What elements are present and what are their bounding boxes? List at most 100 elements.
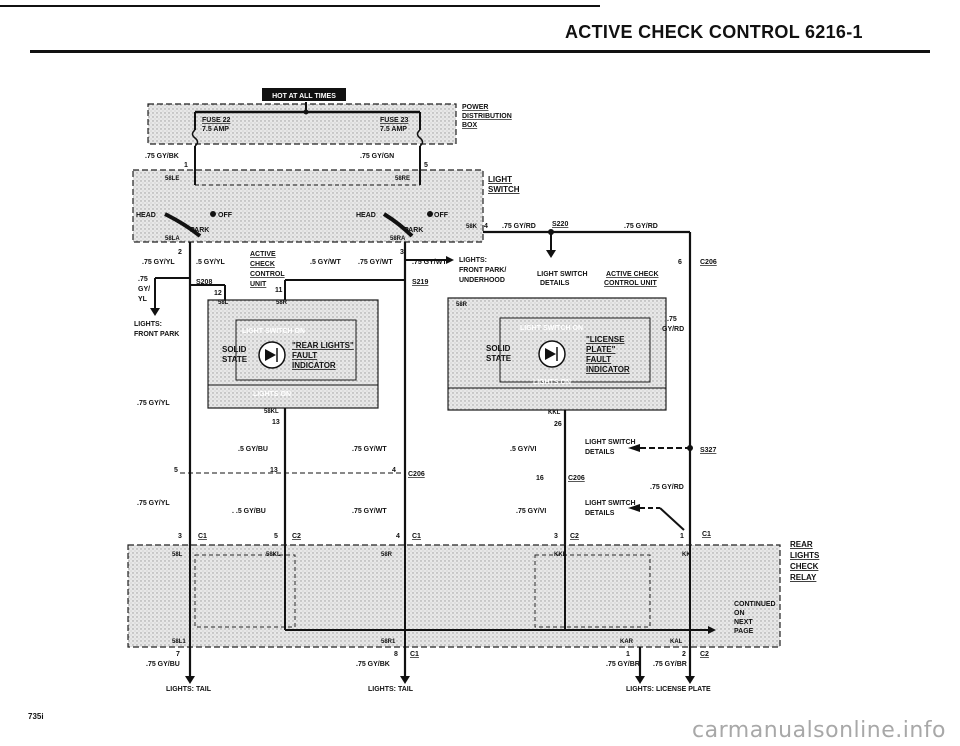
hot-badge-text: HOT AT ALL TIMES (272, 93, 336, 100)
wire-label-13: .5 GY/BU (238, 446, 268, 453)
right-module-solid: SOLID (486, 344, 511, 353)
left-switch-blade (164, 212, 202, 238)
relay-label-3: CHECK (790, 562, 819, 571)
switch-park-right: PARK (404, 227, 423, 234)
acc-details-top-2: CONTROL UNIT (604, 280, 657, 287)
pin-label-3-c: 3 (554, 533, 558, 540)
wire-label-24: .75 GY/BR (653, 661, 687, 668)
connector-c1-c: C1 (702, 531, 711, 538)
wire-label-5: .5 GY/WT (310, 259, 341, 266)
terminal-58kl: 58KL (264, 409, 279, 415)
wire-label-23: .75 GY/BR (606, 661, 640, 668)
wire-label-18: . .5 GY/BU (232, 508, 266, 515)
terminal-kal: KAL (670, 639, 683, 645)
power-box-label-1: POWER (462, 104, 488, 111)
page-title: ACTIVE CHECK CONTROL 6216-1 (565, 22, 863, 42)
connector-c206-b: C206 (408, 471, 425, 478)
splice-s327: S327 (700, 447, 716, 454)
terminal-58k: 58K (466, 224, 478, 230)
continued-1: CONTINUED (734, 601, 776, 608)
pin-label-6: 6 (678, 259, 682, 266)
pin-label-3-b: 3 (178, 533, 182, 540)
left-acc-module (207, 299, 379, 409)
wire-label-21: .75 GY/BU (146, 661, 180, 668)
wire-label-9: .75 GY/RD (624, 223, 658, 230)
terminal-kar: KAR (620, 639, 634, 645)
pin-label-13-b: 13 (270, 467, 278, 474)
switch-off-right: OFF (434, 212, 449, 219)
bottom-label-tail-2: LIGHTS: TAIL (368, 686, 414, 693)
light-switch-box (132, 169, 484, 243)
fuse-22-name: FUSE 22 (202, 117, 231, 124)
connector-c206-c: C206 (568, 475, 585, 482)
connector-c2-c: C2 (700, 651, 709, 658)
wire-label-10a: .75 (138, 276, 148, 283)
terminal-58re: 58RE (395, 176, 410, 182)
pin-label-4-b: 4 (392, 467, 396, 474)
terminal-58r: 58R (381, 552, 393, 558)
connector-c1-d: C1 (410, 651, 419, 658)
relay-label-2: LIGHTS (790, 551, 820, 560)
wire-label-3: .75 GY/YL (142, 259, 175, 266)
pin-label-11: 11 (275, 287, 283, 294)
switch-park-left: PARK (190, 227, 209, 234)
pin-label-7: 7 (176, 651, 180, 658)
ls-details-1-1: LIGHT SWITCH (585, 439, 636, 446)
wire-label-12: .75 GY/YL (137, 400, 170, 407)
fuse-23-symbol (416, 129, 424, 147)
wire-label-15: .5 GY/VI (510, 446, 537, 453)
light-switch-label-1: LIGHT (488, 175, 512, 184)
terminal-58ra: 58RA (390, 236, 406, 242)
lights-front-1: LIGHTS: (134, 321, 162, 328)
right-module-msg-4: INDICATOR (586, 365, 630, 374)
ls-details-top-2: DETAILS (540, 280, 570, 287)
terminal-kkl: KKL (554, 552, 567, 558)
fuse-23-amp: 7.5 AMP (380, 126, 407, 133)
fuse-23-name: FUSE 23 (380, 117, 409, 124)
left-module-msg-1: "REAR LIGHTS" (292, 341, 354, 350)
splice-s208: S208 (196, 279, 212, 286)
switch-head-left: HEAD (136, 212, 156, 219)
terminal-58r-right: 58R (456, 302, 468, 308)
acc-unit-label-4: UNIT (250, 281, 267, 288)
right-module-msg-1: "LICENSE (586, 335, 625, 344)
wire-label-10b: GY/ (138, 286, 150, 293)
connector-c2-b: C2 (570, 533, 579, 540)
light-switch-label-2: SWITCH (488, 185, 520, 194)
wire-label-1: .75 GY/BK (145, 153, 179, 160)
left-module-title: LIGHT SWITCH ON (242, 328, 305, 335)
right-switch-blade (382, 212, 414, 238)
ls-details-1-2: DETAILS (585, 449, 615, 456)
pin-label-5-c: 5 (274, 533, 278, 540)
hot-badge (262, 88, 346, 101)
connector-c2-a: C2 (292, 533, 301, 540)
terminal-kkl-module: KKL (548, 410, 561, 416)
power-box-label-3: BOX (462, 122, 478, 129)
pin-label-1-b: 1 (680, 533, 684, 540)
wire-label-2: .75 GY/GN (360, 153, 394, 160)
rear-lights-check-relay-box (127, 544, 781, 648)
fuse-22-symbol (191, 129, 199, 147)
pin-label-2-b: 2 (682, 651, 686, 658)
ls-details-top-1: LIGHT SWITCH (537, 271, 588, 278)
terminal-58l: 58L (172, 552, 183, 558)
wire-label-11a: .75 (667, 316, 677, 323)
pin-label-8: 8 (394, 651, 398, 658)
top-rule (0, 5, 600, 7)
terminal-58l-in: 58L (218, 300, 229, 306)
wire-label-7: .75 GY/WT (412, 259, 447, 266)
terminal-58r1: 58R1 (381, 639, 396, 645)
switch-off-left: OFF (218, 212, 233, 219)
power-distribution-box (147, 103, 457, 145)
lights-right-2: FRONT PARK/ (459, 267, 506, 274)
pin-label-2: 2 (178, 249, 182, 256)
pin-label-12: 12 (214, 290, 222, 297)
right-module-title: LIGHT SWITCH ON (520, 325, 583, 332)
splice-s219: S219 (412, 279, 428, 286)
wire-label-20: .75 GY/VI (516, 508, 546, 515)
bottom-label-license: LIGHTS: LICENSE PLATE (626, 686, 711, 693)
acc-details-top-1: ACTIVE CHECK (606, 271, 659, 278)
wire-label-8: .75 GY/RD (502, 223, 536, 230)
acc-unit-label-1: ACTIVE (250, 251, 276, 258)
right-module-state: STATE (486, 354, 512, 363)
